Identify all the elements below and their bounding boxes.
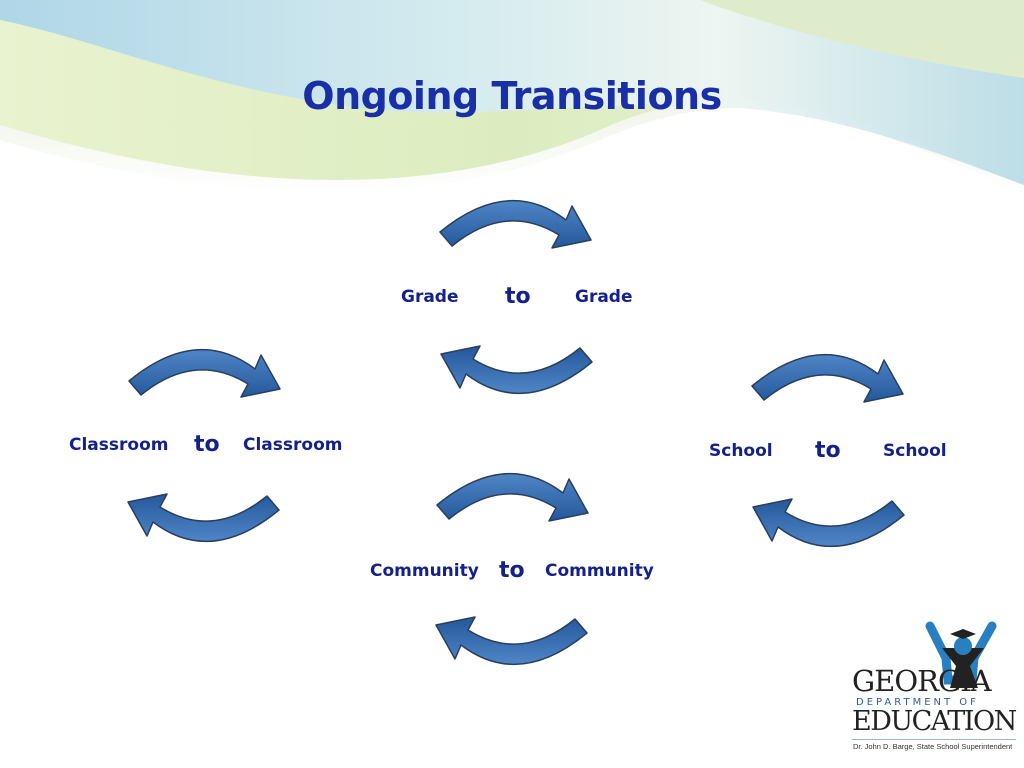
community-to-label: Community	[545, 561, 654, 581]
classroom-from-label: Classroom	[69, 435, 169, 455]
grade-to-label: Grade	[575, 287, 633, 307]
community-to-connector: to	[499, 558, 525, 583]
classroom-to-connector: to	[194, 432, 220, 457]
school-to-connector: to	[815, 438, 841, 463]
cycle-arrow-bottom-icon	[435, 616, 588, 666]
graduate-figure-icon	[925, 621, 997, 688]
community-from-label: Community	[370, 561, 479, 581]
slide-title: Ongoing Transitions	[302, 74, 722, 118]
cycle-arrow-top-icon	[128, 348, 281, 398]
header-wave-background	[0, 0, 1024, 193]
logo-line1: GEORGIA	[852, 664, 992, 698]
grade-to-connector: to	[505, 284, 531, 309]
georgia-doe-logo: GEORGIA DEPARTMENT OF EDUCATION Dr. John…	[850, 618, 1020, 763]
cycle-arrow-bottom-icon	[440, 345, 593, 395]
logo-line3: EDUCATION	[852, 706, 1017, 737]
cycle-arrow-bottom-icon	[127, 493, 280, 543]
cycle-arrow-top-icon	[751, 353, 904, 403]
school-to-label: School	[883, 441, 947, 461]
cycle-arrow-bottom-icon	[752, 498, 905, 548]
school-from-label: School	[709, 441, 773, 461]
logo-line2: DEPARTMENT OF	[856, 697, 979, 708]
cycle-arrow-top-icon	[439, 199, 592, 249]
logo-tagline: Dr. John D. Barge, State School Superint…	[853, 742, 1013, 751]
cycle-arrow-top-icon	[436, 472, 589, 522]
grade-from-label: Grade	[401, 287, 459, 307]
classroom-to-label: Classroom	[243, 435, 343, 455]
